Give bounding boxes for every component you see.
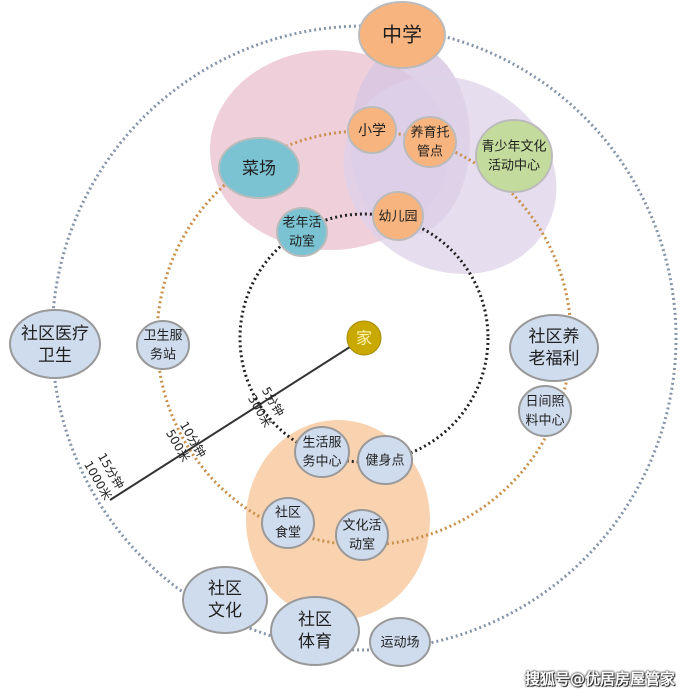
svg-text:青少年文化: 青少年文化 — [481, 140, 546, 155]
node-medical: 社区医疗 卫生 — [9, 309, 101, 379]
ring-15min — [50, 24, 678, 652]
node-elderly-welfare: 社区养 老福利 — [509, 314, 599, 382]
node-childcare: 养育托 管点 — [403, 116, 457, 168]
svg-text:管点: 管点 — [417, 145, 443, 160]
node-life-service: 生活服 务中心 — [294, 426, 350, 478]
svg-text:体育: 体育 — [298, 632, 332, 652]
svg-text:生活服: 生活服 — [302, 436, 341, 451]
svg-text:活动中心: 活动中心 — [488, 159, 540, 174]
svg-text:卫生服: 卫生服 — [143, 329, 182, 344]
node-primary-school: 小学 — [347, 106, 397, 154]
node-day-care: 日间照 料中心 — [518, 385, 572, 437]
svg-text:务中心: 务中心 — [302, 454, 341, 470]
node-youth-center: 青少年文化 活动中心 — [475, 119, 553, 193]
svg-text:动室: 动室 — [289, 234, 315, 250]
svg-text:社区: 社区 — [298, 610, 332, 630]
node-health-station: 卫生服 务站 — [136, 320, 190, 370]
watermark: 搜狐号@优居房屋管家 — [524, 670, 675, 688]
svg-text:社区医疗: 社区医疗 — [21, 324, 89, 344]
svg-text:动室: 动室 — [349, 537, 375, 553]
svg-text:食堂: 食堂 — [275, 525, 301, 541]
svg-text:社区: 社区 — [275, 505, 301, 521]
svg-text:养育托: 养育托 — [410, 125, 449, 141]
node-market: 菜场 — [218, 137, 300, 199]
svg-text:中学: 中学 — [382, 23, 422, 47]
node-kindergarten: 幼儿园 — [372, 191, 424, 241]
svg-text:小学: 小学 — [358, 123, 386, 139]
svg-text:料中心: 料中心 — [525, 414, 564, 429]
node-community-sports: 社区 体育 — [270, 596, 360, 666]
node-elderly-room: 老年活 动室 — [276, 207, 328, 257]
home-node: 家 — [346, 320, 382, 356]
svg-text:务站: 务站 — [150, 347, 176, 363]
svg-text:文化活: 文化活 — [342, 519, 381, 534]
node-fitness: 健身点 — [357, 435, 413, 485]
svg-text:日间照: 日间照 — [525, 395, 564, 410]
node-culture-room: 文化活 动室 — [335, 509, 389, 561]
svg-text:健身点: 健身点 — [365, 453, 404, 469]
svg-text:菜场: 菜场 — [242, 159, 276, 179]
svg-text:卫生: 卫生 — [38, 346, 72, 366]
svg-text:社区养: 社区养 — [529, 327, 580, 347]
node-canteen: 社区 食堂 — [261, 497, 315, 549]
svg-text:运动场: 运动场 — [380, 636, 419, 651]
svg-text:幼儿园: 幼儿园 — [378, 210, 417, 225]
node-middle-school: 中学 — [358, 1, 446, 69]
svg-text:老福利: 老福利 — [529, 349, 580, 369]
svg-text:文化: 文化 — [208, 601, 242, 621]
node-community-culture: 社区 文化 — [182, 566, 268, 634]
ring-5min — [238, 212, 490, 464]
node-sports-field: 运动场 — [369, 617, 431, 667]
svg-text:家: 家 — [356, 329, 372, 348]
radius-line — [109, 337, 365, 501]
svg-text:老年活: 老年活 — [282, 216, 321, 231]
svg-text:社区: 社区 — [208, 579, 242, 599]
